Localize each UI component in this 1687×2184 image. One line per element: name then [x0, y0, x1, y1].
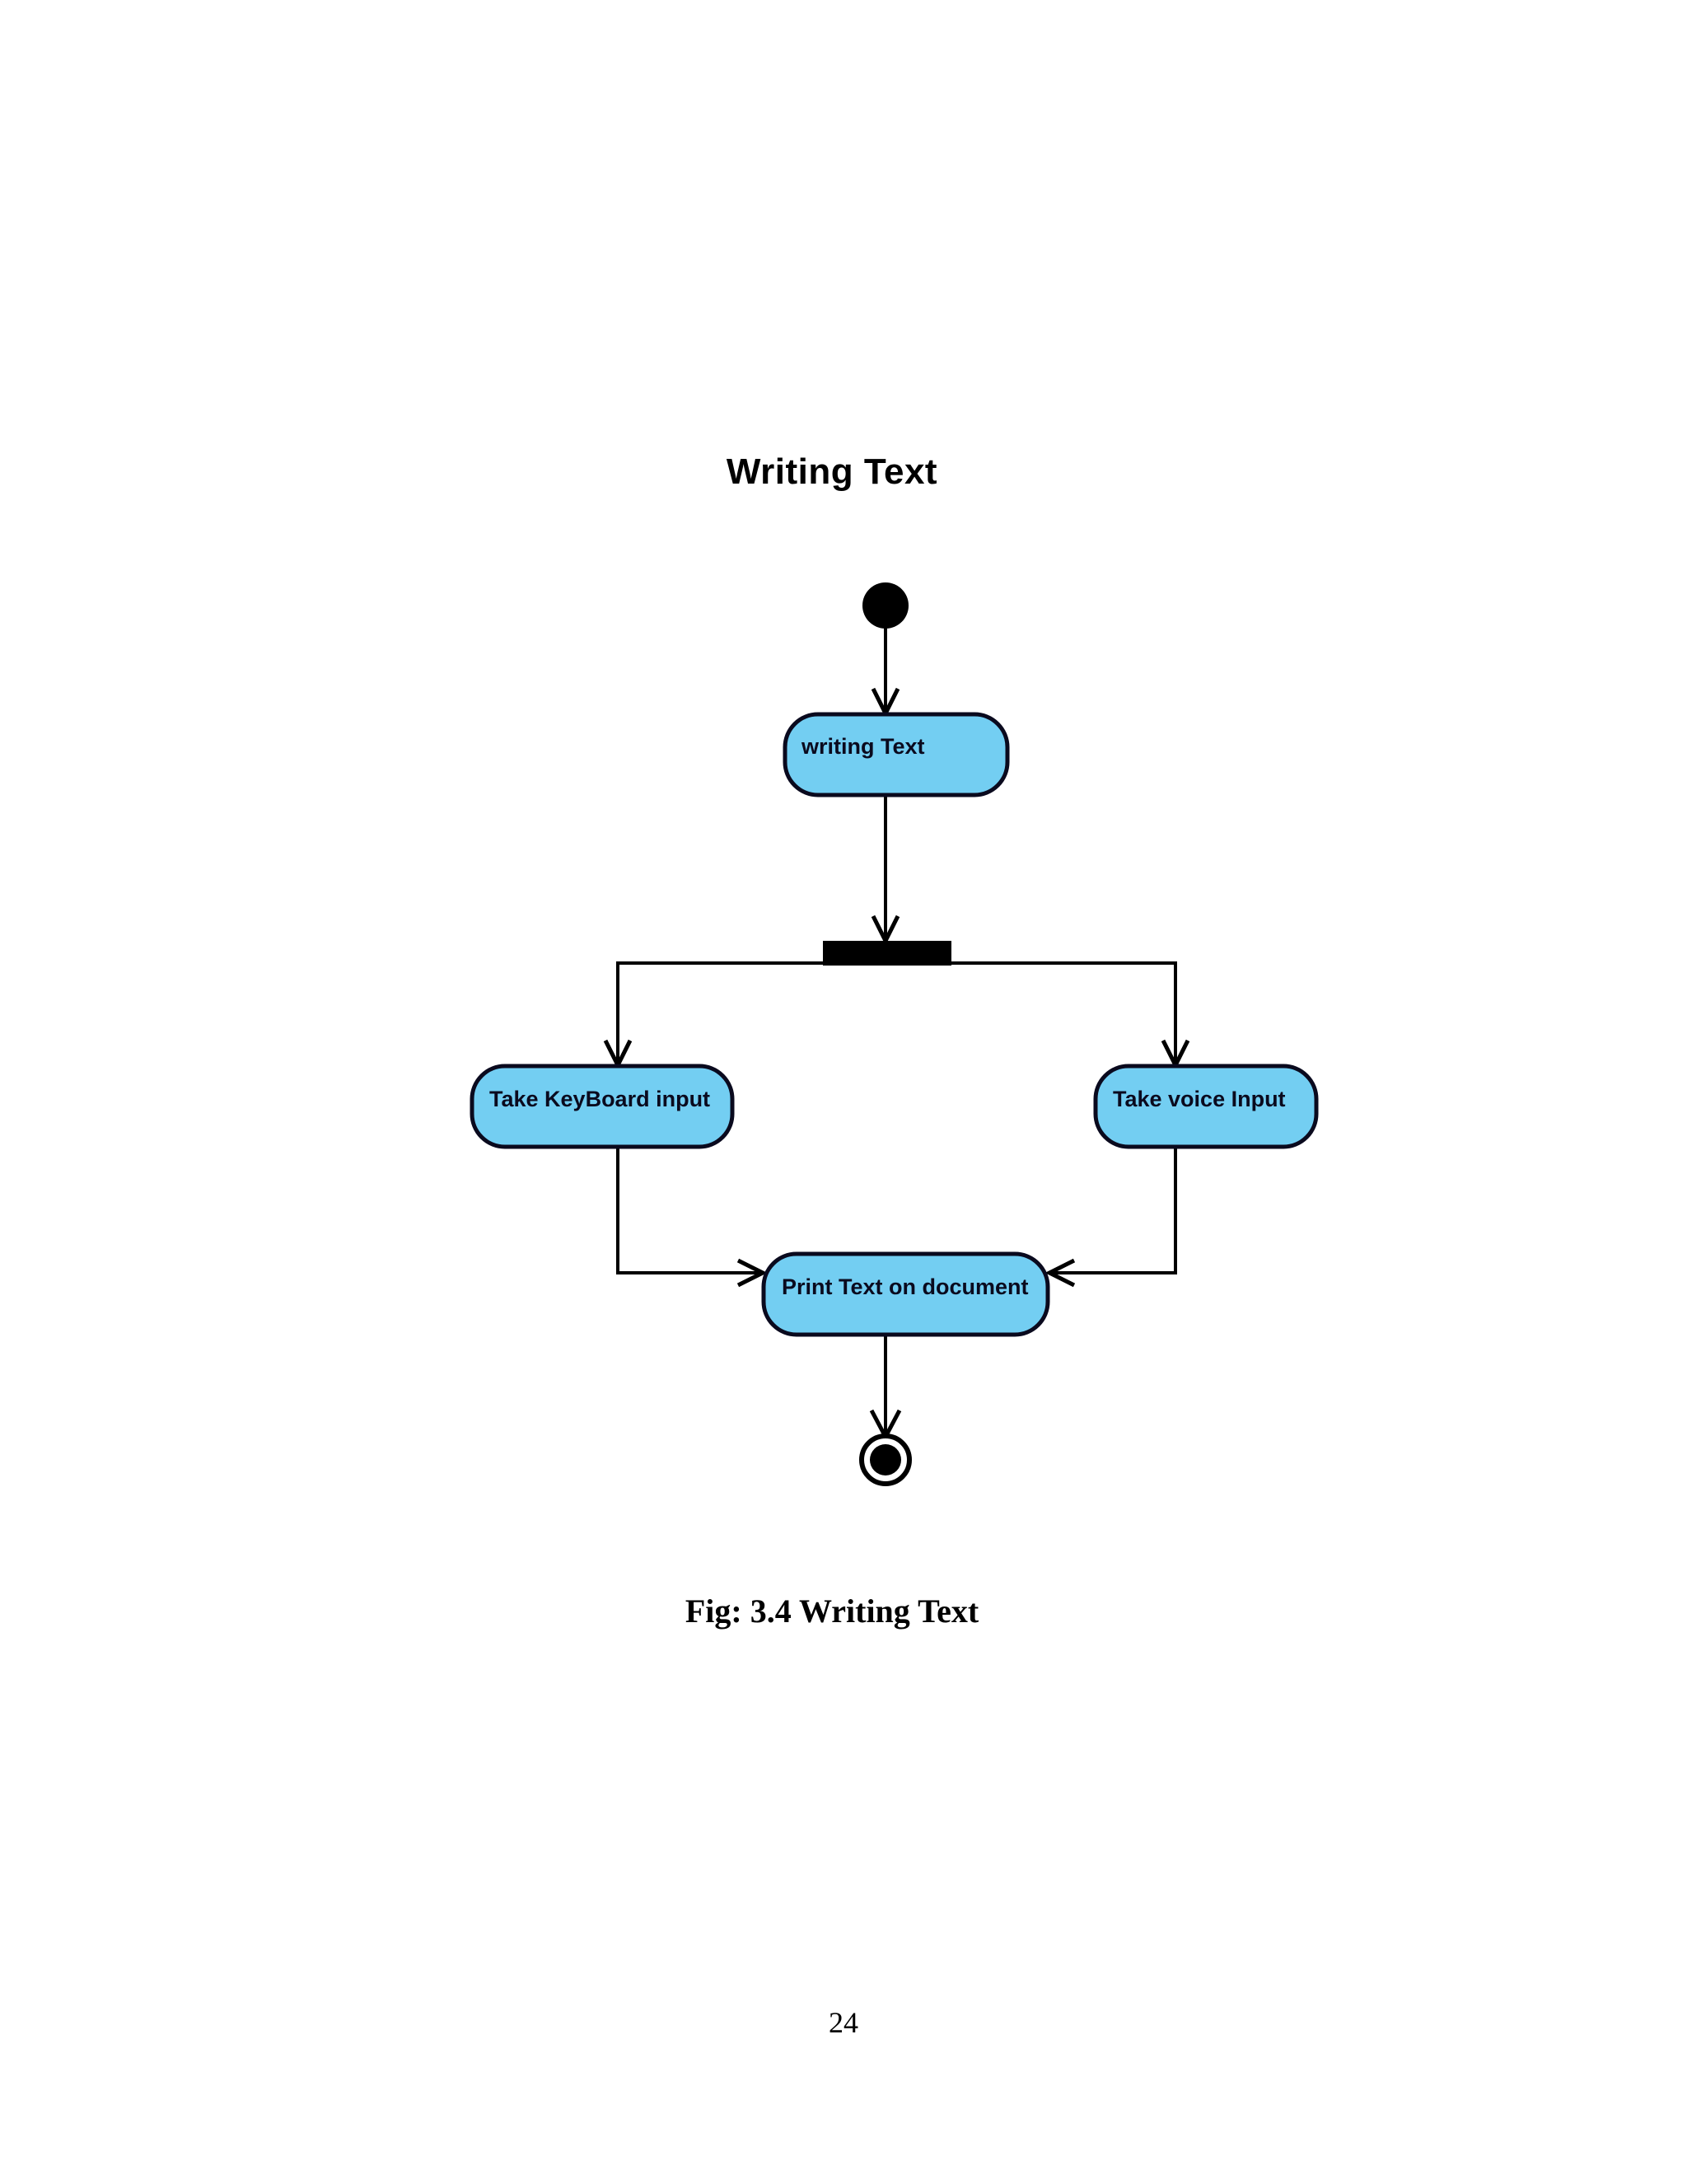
activity-label-take-keyboard-input: Take KeyBoard input	[489, 1087, 710, 1111]
final-node[interactable]	[859, 1433, 912, 1486]
edge-fork-to-voice	[951, 961, 1177, 1065]
page-number: 24	[829, 2006, 858, 2039]
arrowhead-print-right	[1044, 1258, 1076, 1288]
page-title: Writing Text	[726, 451, 938, 492]
figure-caption: Fig: 3.4 Writing Text	[685, 1592, 979, 1630]
activity-node-take-keyboard-input[interactable]: Take KeyBoard input	[470, 1064, 735, 1149]
initial-node[interactable]	[862, 582, 909, 629]
edge-fork-to-keyboard	[616, 961, 823, 1065]
edge-layer	[603, 628, 1190, 1442]
activity-label-take-voice-input: Take voice Input	[1113, 1087, 1286, 1111]
activity-node-writing-text[interactable]: writing Text	[783, 712, 1010, 797]
activity-node-print-text-on-document[interactable]: Print Text on document	[761, 1251, 1050, 1337]
activity-node-take-voice-input[interactable]: Take voice Input	[1093, 1064, 1319, 1149]
edge-voice-to-print	[1049, 1145, 1177, 1274]
activity-label-print-text-on-document: Print Text on document	[782, 1274, 1029, 1299]
edge-keyboard-to-print	[616, 1145, 763, 1274]
arrowhead-print-left	[736, 1258, 768, 1288]
activity-label-writing-text: writing Text	[801, 734, 925, 759]
fork-bar[interactable]	[823, 941, 951, 966]
